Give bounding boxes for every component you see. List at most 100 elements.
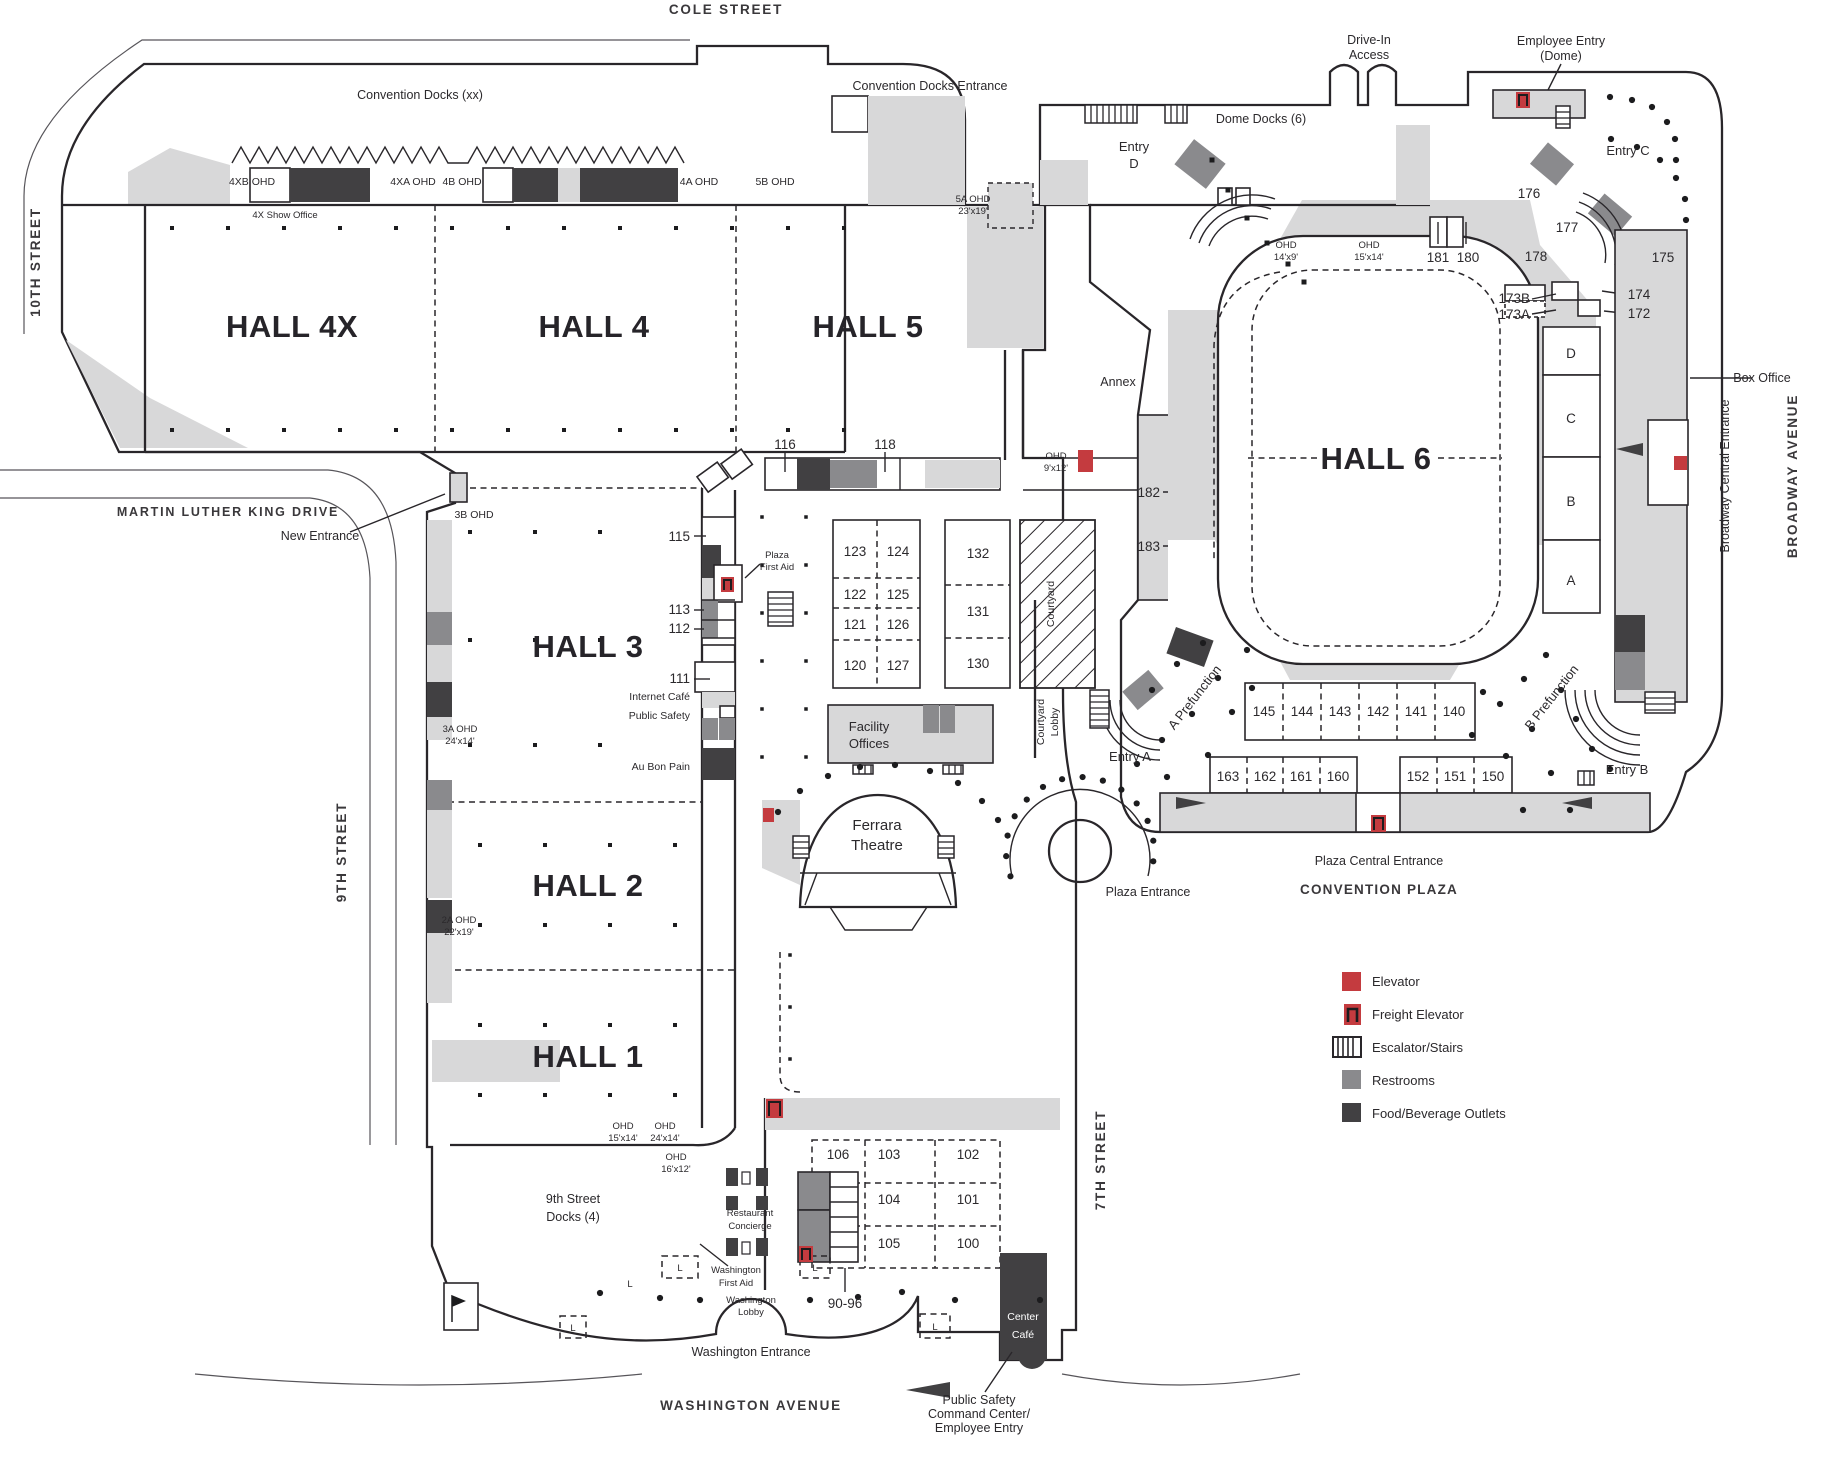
ohd-4a: 4A OHD [680,176,719,188]
column-markers [170,157,1307,1097]
washington-lobby-label: Washington [726,1295,776,1306]
center-cafe-block [1000,1253,1047,1360]
ohd-16x12: OHD [665,1152,686,1163]
employee-entry-label: Employee Entry [1517,34,1606,48]
arrow-walkway-west [1562,797,1592,809]
legend-escalator-icon [1332,1036,1362,1058]
plaza-entrance-label: Plaza Entrance [1106,885,1191,899]
room-106: 106 [827,1147,850,1162]
dock-zigzag [231,145,685,165]
ohd-2a: 2A OHD [442,915,477,926]
room-160: 160 [1327,769,1350,784]
room-175: 175 [1652,250,1675,265]
l-marker: L [570,1323,575,1334]
room-172: 172 [1628,306,1651,321]
street-7th: 7TH STREET [1093,1110,1108,1211]
room-174: 174 [1628,287,1651,302]
convention-plaza-label: CONVENTION PLAZA [1300,882,1458,897]
arrow-public-safety [906,1382,950,1398]
legend-food-beverage-icon [1342,1103,1361,1122]
room-90-96: 90-96 [828,1296,863,1311]
legend-restrooms-icon [1342,1070,1361,1089]
svg-text:24'x14': 24'x14' [650,1133,680,1144]
show-office-label: 4X Show Office [252,210,317,221]
courtyard-lobby-label: Courtyard [1035,699,1047,745]
room-116: 116 [774,437,796,452]
flag-icon [451,1294,466,1322]
svg-text:First Aid: First Aid [719,1278,753,1289]
ohd-5b: 5B OHD [755,176,795,188]
au-bon-pain-label: Au Bon Pain [632,761,691,773]
svg-text:Café: Café [1012,1329,1034,1341]
room-161: 161 [1290,769,1313,784]
svg-text:14'x9': 14'x9' [1274,252,1298,263]
hall-3-label: HALL 3 [533,629,644,664]
room-183: 183 [1137,539,1160,554]
legend-restrooms-label: Restrooms [1372,1073,1435,1088]
street-mlk: MARTIN LUTHER KING DRIVE [117,505,339,519]
hall-1-label: HALL 1 [533,1039,644,1074]
svg-text:23'x19': 23'x19' [958,206,988,217]
room-151: 151 [1444,769,1467,784]
ohd-4xa: 4XA OHD [390,176,436,188]
svg-text:Docks (4): Docks (4) [546,1210,599,1224]
room-102: 102 [957,1147,980,1162]
room-140: 140 [1443,704,1466,719]
room-177: 177 [1556,220,1579,235]
room-163: 163 [1217,769,1240,784]
legend-escalator-label: Escalator/Stairs [1372,1040,1464,1055]
ohd-3b: 3B OHD [454,509,494,521]
ohd-3a: 3A OHD [443,724,478,735]
restaurant-concierge-label: Restaurant [727,1208,774,1219]
entry-d-arcs [1189,194,1276,247]
escalators-stairs [767,104,1676,859]
svg-text:15'x14': 15'x14' [1354,252,1384,263]
elevators [763,450,1687,822]
svg-text:Theatre: Theatre [851,837,903,854]
svg-text:Employee Entry: Employee Entry [935,1421,1024,1435]
svg-text:9'x12': 9'x12' [1044,463,1068,474]
legend-elevator-label: Elevator [1372,974,1420,989]
room-182: 182 [1137,485,1160,500]
entry-b-label: Entry B [1606,762,1649,777]
svg-text:First Aid: First Aid [760,562,794,573]
ohd-9x12: OHD [1045,451,1066,462]
hall6-arena [1216,234,1540,666]
entry-a-label: Entry A [1109,749,1151,764]
legend-elevator-icon [1342,972,1361,991]
svg-text:Access: Access [1349,48,1389,62]
ferrara-theatre-label: Ferrara [852,817,902,834]
ohd-5a: 5A OHD [956,194,991,205]
drive-in-access-label: Drive-In [1347,33,1391,47]
hall-4x-label: HALL 4X [226,309,358,344]
svg-text:15'x14': 15'x14' [608,1133,638,1144]
facility-offices-block [827,704,994,764]
section-b: B [1566,494,1575,509]
svg-text:22'x19': 22'x19' [444,927,474,938]
street-cole: COLE STREET [669,2,783,17]
ohd-4b: 4B OHD [442,176,482,188]
elevator-icon [1078,450,1093,472]
public-safety-label: Public Safety [629,710,691,722]
arrow-walkway-east [1176,797,1206,809]
ferrara-dome [798,793,958,909]
room-162: 162 [1254,769,1277,784]
room-178: 178 [1525,249,1548,264]
plaza-central-entrance-label: Plaza Central Entrance [1315,854,1444,868]
entry-d-label: Entry [1119,139,1150,154]
svg-text:Command Center/: Command Center/ [928,1407,1031,1421]
room-122: 122 [844,587,867,602]
section-a: A [1566,573,1575,588]
svg-text:Concierge: Concierge [728,1221,771,1232]
svg-text:Lobby: Lobby [738,1307,764,1318]
room-173b: 173B [1498,291,1530,306]
washington-first-aid-label: Washington [711,1265,761,1276]
legend-food-beverage-label: Food/Beverage Outlets [1372,1106,1506,1121]
room-143: 143 [1329,704,1352,719]
dome-docks-label: Dome Docks (6) [1216,112,1306,126]
room-130: 130 [967,656,990,671]
plaza-first-aid-label: Plaza [765,550,789,561]
room-176: 176 [1518,186,1541,201]
svg-text:24'x14': 24'x14' [445,736,475,747]
room-152: 152 [1407,769,1430,784]
